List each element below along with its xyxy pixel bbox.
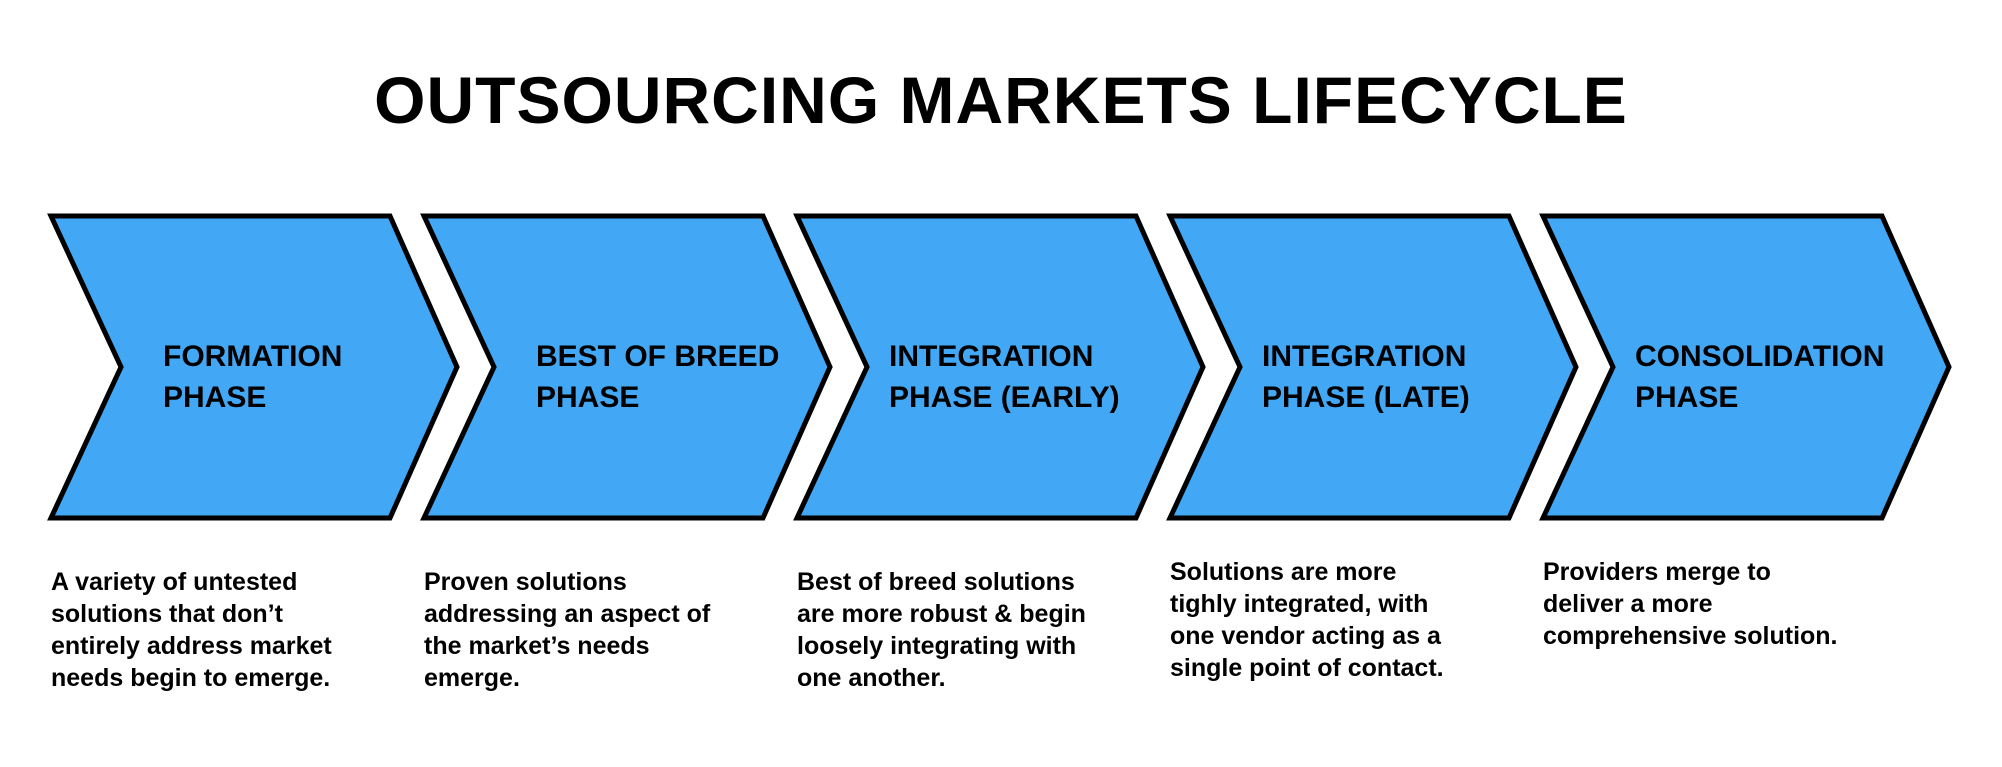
phase-label: INTEGRATION PHASE (LATE) <box>1262 340 1470 414</box>
diagram-title: OUTSOURCING MARKETS LIFECYCLE <box>374 63 1628 137</box>
phase-description: A variety of untested solutions that don… <box>51 568 332 692</box>
phase-description: Providers merge to deliver a more compre… <box>1543 558 1838 650</box>
phase-label: FORMATION PHASE <box>163 340 343 414</box>
phase-label: INTEGRATION PHASE (EARLY) <box>889 340 1120 414</box>
chevron-arrow <box>47 213 460 521</box>
phase-label: CONSOLIDATION PHASE <box>1635 340 1885 414</box>
phase-description: Proven solutions addressing an aspect of… <box>424 568 711 692</box>
phase-description: Best of breed solutions are more robust … <box>797 568 1086 692</box>
chevron-arrow <box>1539 213 1952 521</box>
chevron-arrow <box>420 213 833 521</box>
chevron-arrow <box>793 213 1206 521</box>
phase-label: BEST OF BREED PHASE <box>536 340 780 414</box>
chevron-arrow <box>1166 213 1579 521</box>
phase-description: Solutions are more tighly integrated, wi… <box>1170 558 1444 682</box>
